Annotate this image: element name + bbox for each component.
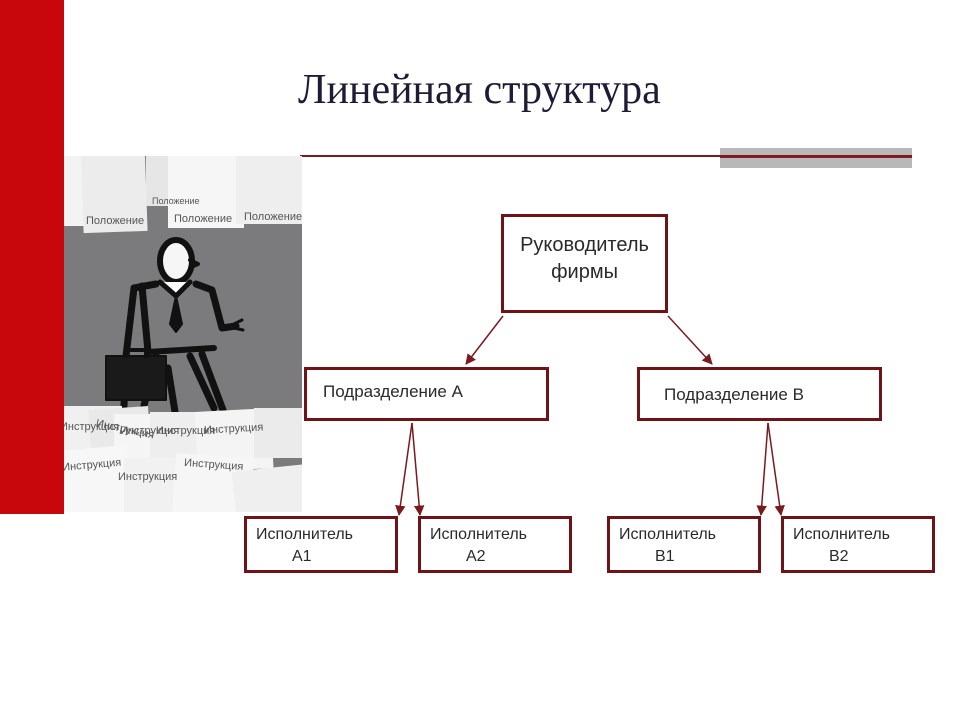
arrow-a-to-a2	[411, 422, 425, 517]
slide-title: Линейная структура	[298, 67, 661, 113]
node-head-line1: Руководитель	[520, 234, 649, 256]
arrow-b-to-b2	[767, 422, 785, 517]
node-executor-line1: Исполнитель	[793, 526, 891, 543]
node-division-a-label: Подразделение А	[323, 382, 463, 401]
node-executor-line2: А1	[292, 548, 312, 565]
arrow-b-to-b1	[756, 422, 769, 517]
node-executor-b1: Исполнитель В1	[607, 516, 761, 573]
node-division-a: Подразделение А	[304, 367, 549, 421]
paper-label: Инструкция	[120, 425, 179, 437]
node-executor-line1: Исполнитель	[256, 526, 354, 543]
paper-label: Инструкция	[204, 421, 264, 436]
businessman-illustration: Положение Положение Положение Положение	[64, 156, 302, 512]
title-underline-gray	[720, 148, 912, 168]
node-executor-line1: Исполнитель	[619, 526, 717, 543]
title-underline	[300, 155, 912, 157]
node-division-b: Подразделение В	[637, 367, 882, 421]
accent-bar	[0, 0, 64, 514]
paper-label: Инструкция	[184, 457, 244, 473]
bottom-papers: Инструкция Инструкция Инструкция Инструк…	[64, 405, 302, 512]
node-head: Руководитель фирмы	[501, 214, 668, 313]
arrow-a-to-a1	[395, 422, 413, 517]
top-papers: Положение Положение Положение Положение	[64, 156, 302, 234]
node-division-b-label: Подразделение В	[664, 385, 804, 404]
paper-label: Положение	[152, 196, 200, 206]
node-head-line2: фирмы	[551, 261, 618, 283]
node-executor-a2: Исполнитель А2	[418, 516, 572, 573]
paper-label: Инструкция	[156, 425, 215, 437]
node-executor-a1: Исполнитель А1	[244, 516, 398, 573]
paper-label: Положение	[174, 213, 232, 225]
node-executor-line2: А2	[466, 548, 486, 565]
paper-label: Положение	[86, 215, 144, 227]
paper-label: Инструкция	[64, 457, 122, 474]
node-executor-line1: Исполнитель	[430, 526, 528, 543]
node-executor-line2: В1	[655, 548, 675, 565]
title-underline-accent	[720, 157, 912, 158]
arrow-head-to-division-b	[667, 315, 713, 365]
paper-label: Положение	[244, 211, 302, 223]
arrow-head-to-division-a	[465, 315, 504, 365]
paper-label: Инструкция	[64, 421, 119, 433]
node-executor-b2: Исполнитель В2	[781, 516, 935, 573]
businessman-figure	[105, 237, 245, 422]
node-executor-line2: В2	[829, 548, 849, 565]
paper-label: Инструкция	[118, 471, 177, 483]
